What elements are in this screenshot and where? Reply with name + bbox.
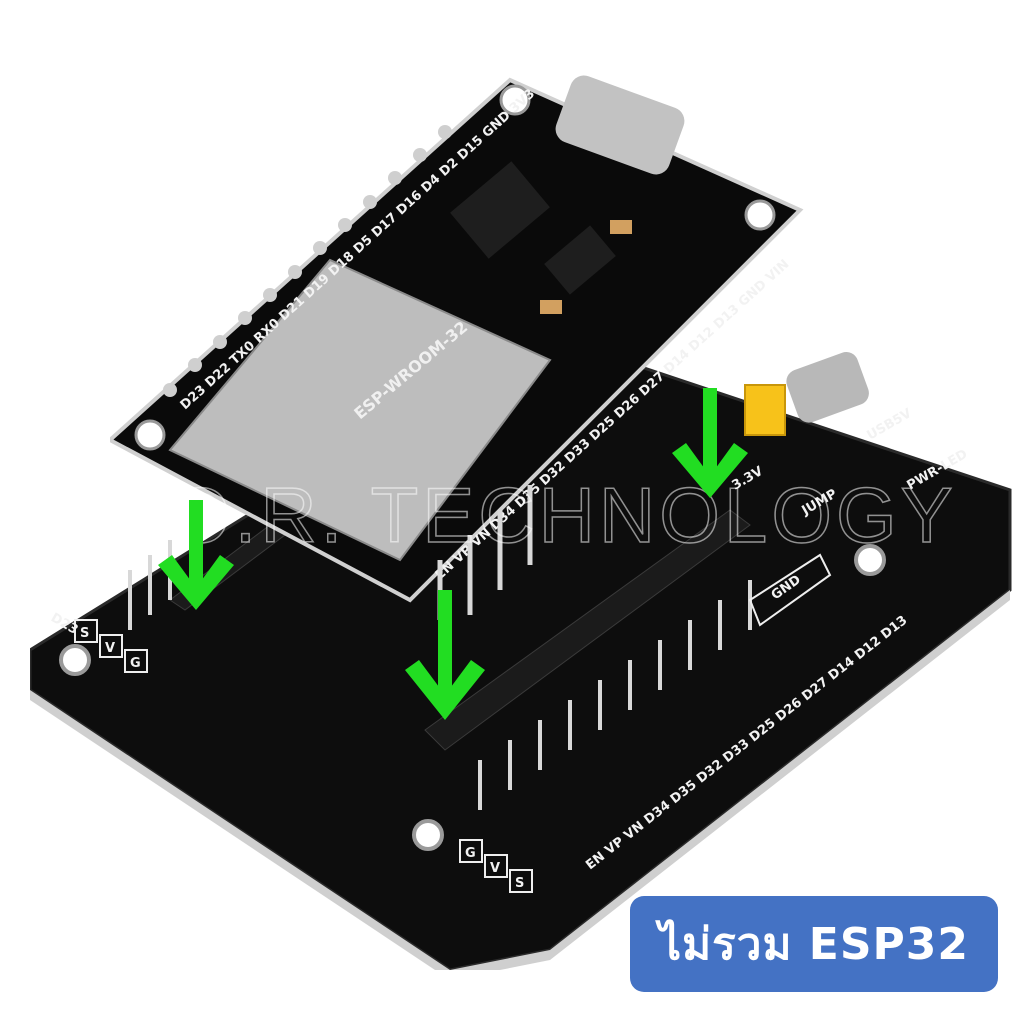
esp32-devkit-board: ESP-WROOM-32 D23 D22 TX0 RX0 D21 D19 D18… bbox=[106, 60, 810, 640]
svg-text:G: G bbox=[130, 656, 141, 671]
arrow-down-icon bbox=[405, 590, 485, 720]
badge-text: ไม่รวม ESP32 bbox=[658, 919, 970, 970]
svg-text:V: V bbox=[490, 861, 500, 876]
arrow-down-icon bbox=[158, 500, 234, 610]
arrow-down-icon bbox=[672, 388, 748, 498]
svg-text:S: S bbox=[80, 626, 89, 641]
svg-text:V: V bbox=[105, 641, 115, 656]
svg-text:USB5V: USB5V bbox=[865, 406, 915, 443]
svg-text:G: G bbox=[465, 846, 476, 861]
not-included-badge: ไม่รวม ESP32 bbox=[630, 896, 998, 992]
svg-text:S: S bbox=[515, 876, 524, 891]
